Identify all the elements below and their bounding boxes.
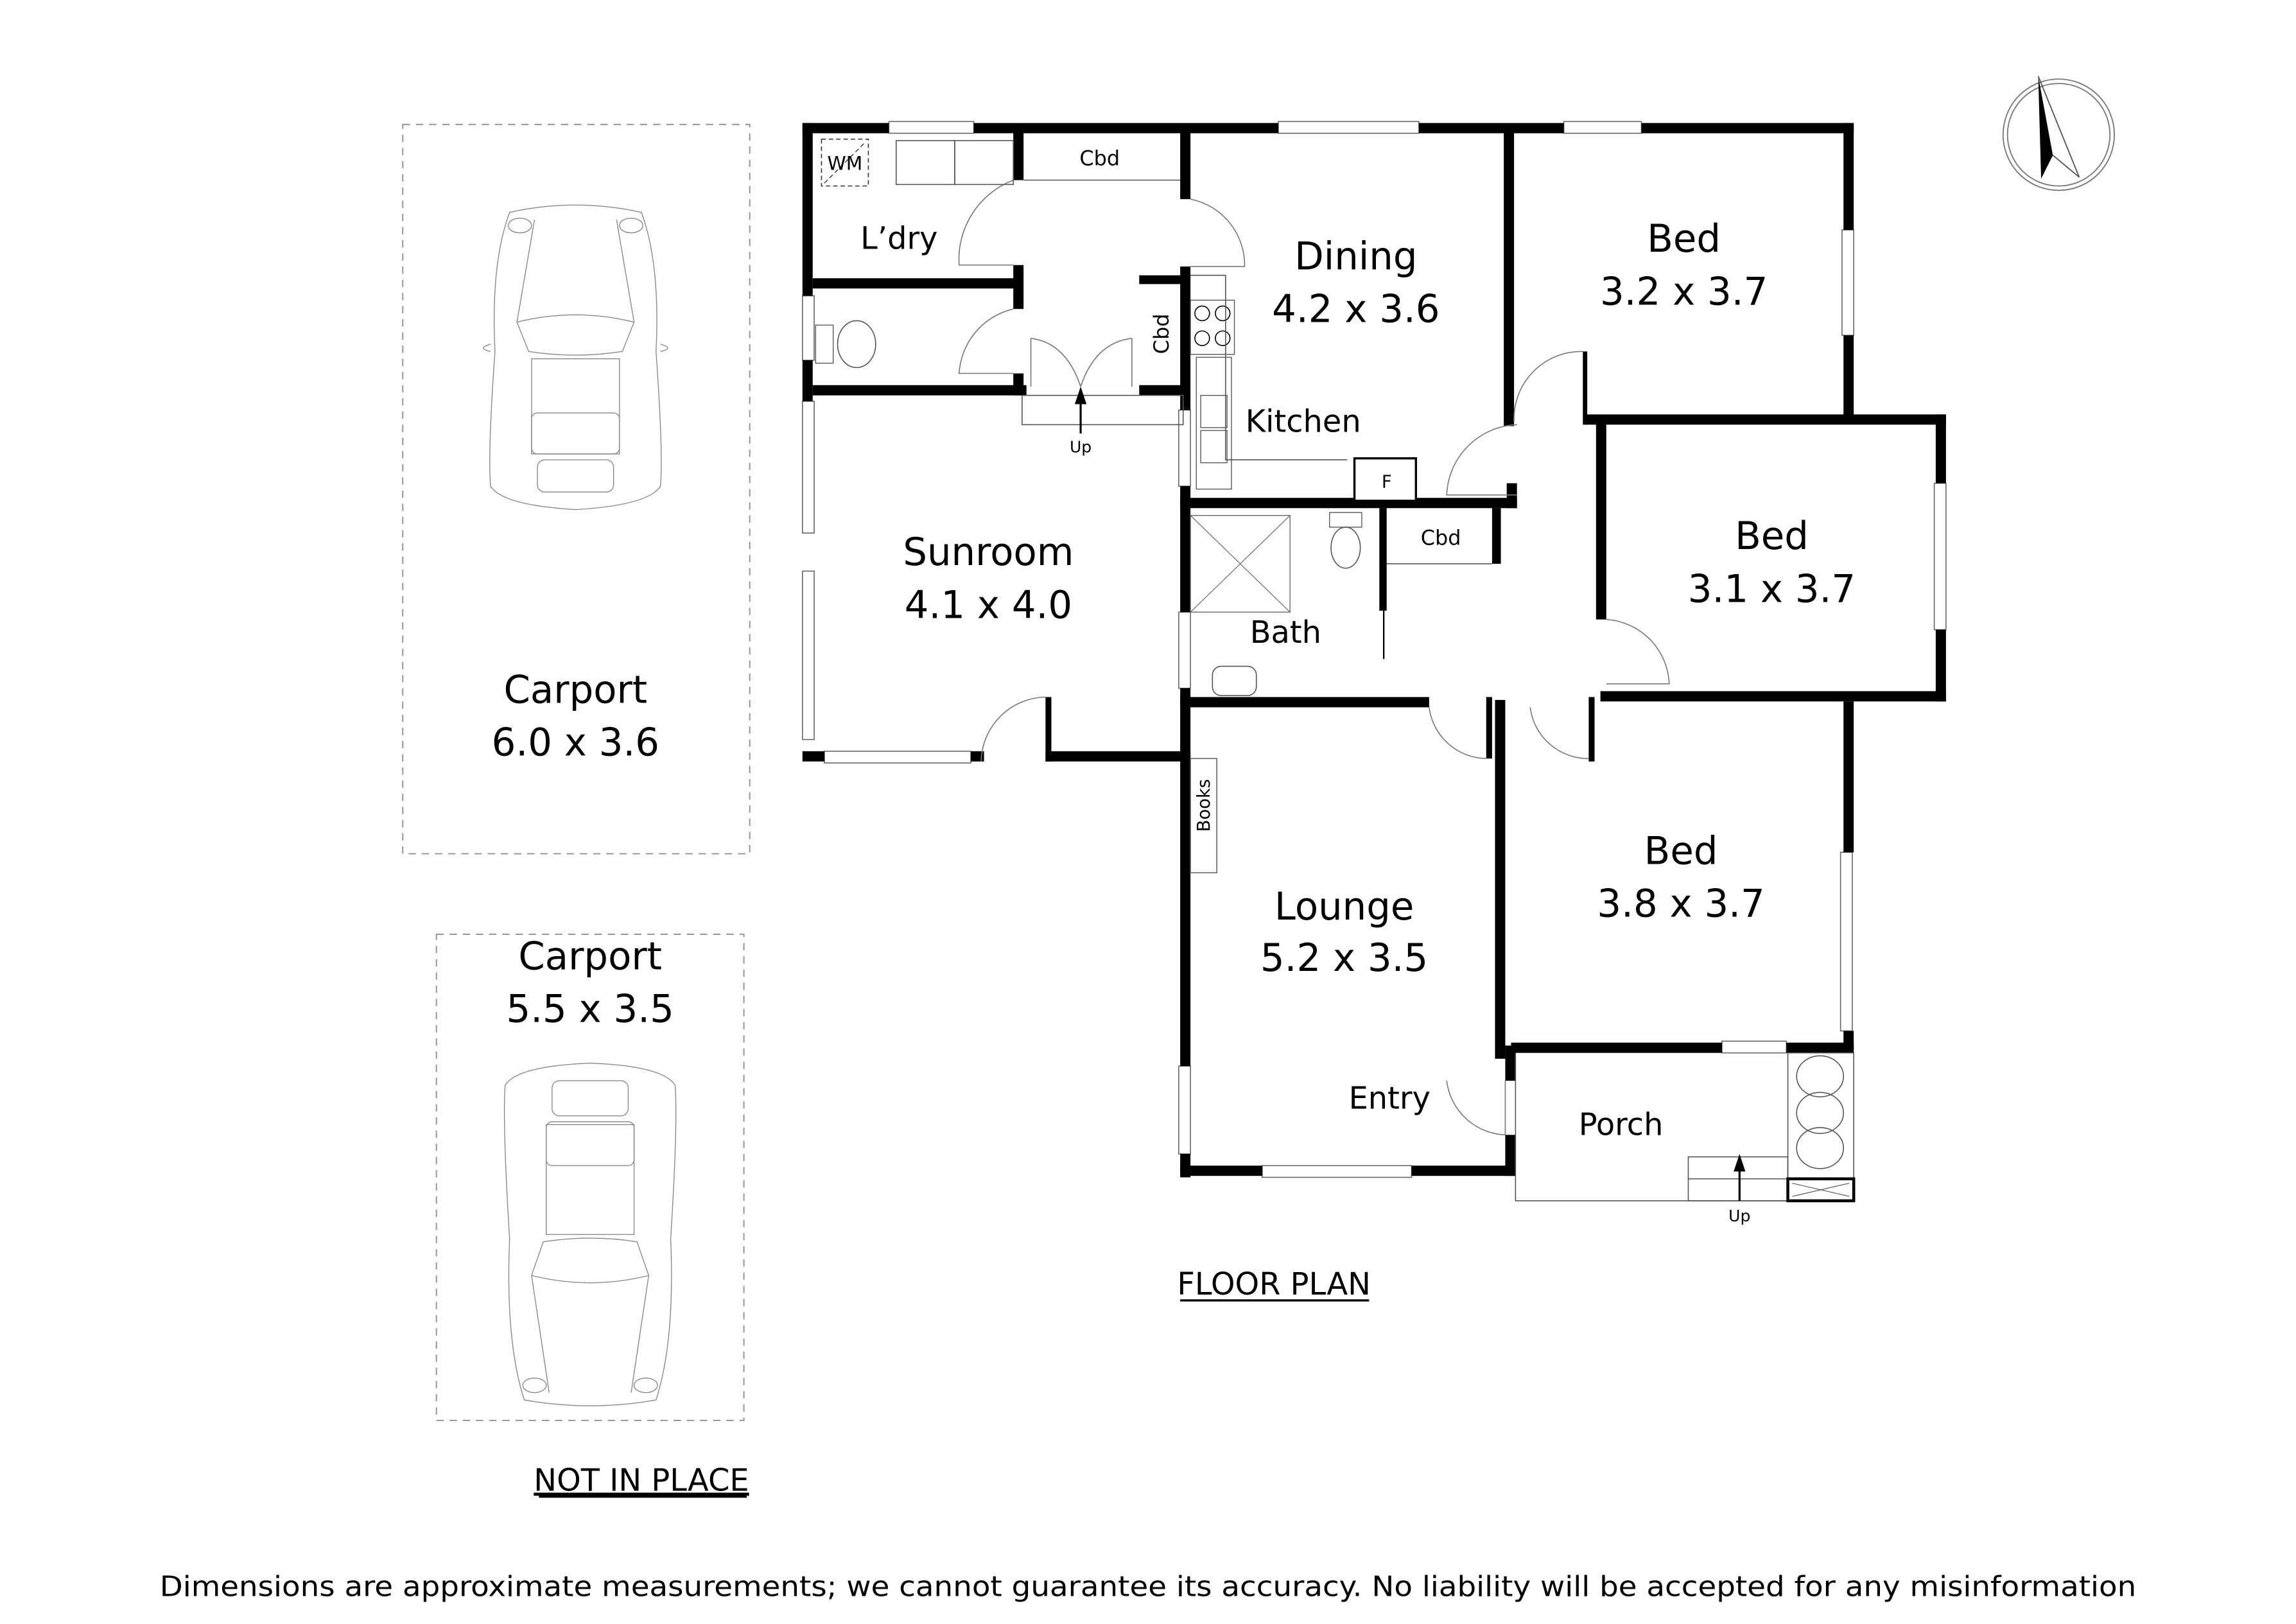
bed-2-dims: 3.1 x 3.7 xyxy=(1688,566,1856,611)
bed-3-dims: 3.8 x 3.7 xyxy=(1597,882,1764,926)
washing-machine-icon xyxy=(821,138,869,187)
carport-1-dims: 6.0 x 3.6 xyxy=(492,720,659,765)
toilet-icon xyxy=(815,320,876,369)
not-in-place-note: NOT IN PLACE xyxy=(534,1463,749,1498)
windows xyxy=(802,121,1947,1178)
wm-label: WM xyxy=(828,152,863,175)
bed-3-name: Bed xyxy=(1644,828,1718,873)
kitchen-sink-icon xyxy=(1196,356,1232,490)
fixtures xyxy=(815,138,1856,1203)
kitchen-label: Kitchen xyxy=(1246,405,1361,440)
carport-2-name: Carport xyxy=(518,934,662,979)
bookshelf xyxy=(1190,758,1217,873)
carport-2: Carport 5.5 x 3.5 xyxy=(435,933,745,1422)
cbd-side-label: Cbd xyxy=(1149,314,1174,354)
books-label: Books xyxy=(1194,779,1214,832)
cooktop-icon xyxy=(1190,299,1235,355)
fridge-icon xyxy=(1353,457,1418,502)
porch-stairs-label: Up xyxy=(1728,1207,1750,1225)
laundry-tub-icon xyxy=(895,140,955,186)
dining-name: Dining xyxy=(1294,234,1417,279)
shower-icon xyxy=(1190,515,1291,613)
planter-pots-icon xyxy=(1796,1055,1845,1169)
bed-2-name: Bed xyxy=(1735,514,1809,558)
fridge-label: F xyxy=(1382,472,1392,492)
carport-1: Carport 6.0 x 3.6 xyxy=(402,123,751,855)
bed-1-dims: 3.2 x 3.7 xyxy=(1600,269,1768,313)
bed-1-name: Bed xyxy=(1647,216,1721,261)
sunroom-name: Sunroom xyxy=(903,530,1074,574)
floor-plan-title: FLOOR PLAN xyxy=(1177,1267,1371,1302)
laundry-label: L’dry xyxy=(860,222,937,257)
walls xyxy=(802,123,1946,1178)
cbd-top-label: Cbd xyxy=(1079,146,1120,171)
dining-dims: 4.2 x 3.6 xyxy=(1272,287,1439,331)
disclaimer-text: Dimensions are approximate measurements;… xyxy=(160,1571,2137,1603)
lounge-dims: 5.2 x 3.5 xyxy=(1260,936,1428,980)
rear-stairs-label: Up xyxy=(1070,438,1091,457)
room-labels: WM Cbd L’dry Cbd Dining 4.2 x 3.6 Kitche… xyxy=(828,146,1856,1225)
carport-2-dims: 5.5 x 3.5 xyxy=(506,987,674,1031)
entry-label: Entry xyxy=(1349,1081,1431,1116)
car-topview-icon xyxy=(503,1062,677,1406)
sunroom-dims: 4.1 x 4.0 xyxy=(905,582,1072,627)
carport-1-name: Carport xyxy=(504,668,648,712)
lounge-name: Lounge xyxy=(1274,884,1414,929)
basin-icon xyxy=(1212,665,1257,697)
porch-label: Porch xyxy=(1579,1107,1664,1142)
toilet-icon xyxy=(1329,512,1362,569)
cbd-hall-label: Cbd xyxy=(1421,525,1461,550)
laundry-tub-icon xyxy=(954,140,1014,186)
doors xyxy=(958,179,1670,1136)
car-topview-icon xyxy=(482,204,668,511)
bath-label: Bath xyxy=(1250,615,1321,650)
north-arrow-icon xyxy=(2002,76,2115,191)
